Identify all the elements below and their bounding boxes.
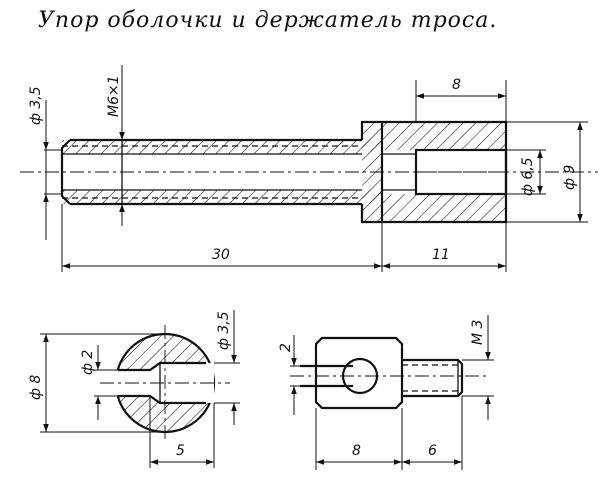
dim-len-slot: 5 bbox=[176, 443, 185, 459]
threaded-stud bbox=[402, 358, 464, 398]
holder-body bbox=[314, 336, 404, 410]
dim-d-body: ф 8 bbox=[28, 375, 44, 400]
tube-outline bbox=[60, 138, 362, 206]
cable-holder-section: ф 8 ф 2 ф 3,5 5 bbox=[28, 310, 240, 468]
dim-d-hole: ф 2 bbox=[80, 350, 96, 375]
sheath-stop-view: ф 3,5 М6×1 8 ф 6,5 ф 9 30 11 bbox=[20, 65, 598, 272]
tube-wall-top bbox=[62, 140, 362, 154]
dim-d-small: ф 3,5 bbox=[28, 86, 44, 125]
dim-d-top: ф 3,5 bbox=[216, 311, 232, 350]
dim-len-body: 8 bbox=[352, 443, 361, 459]
cable-holder-side-view: 2 М 3 8 6 bbox=[278, 315, 494, 470]
dim-len-head: 11 bbox=[432, 247, 450, 263]
dim-thread: М6×1 bbox=[106, 75, 122, 117]
tube-wall-bottom bbox=[62, 190, 362, 204]
drawing-title: Упор оболочки и держатель троса. bbox=[38, 8, 498, 33]
dim-len-total: 30 bbox=[212, 247, 230, 263]
dim-len-stud: 6 bbox=[428, 443, 437, 459]
dim-thread-m3: М 3 bbox=[470, 320, 486, 345]
dim-len-main: 8 bbox=[452, 77, 461, 93]
dim-h: 2 bbox=[278, 343, 294, 352]
dim-d-bore: ф 6,5 bbox=[520, 157, 536, 196]
dim-d-outer: ф 9 bbox=[562, 165, 578, 190]
